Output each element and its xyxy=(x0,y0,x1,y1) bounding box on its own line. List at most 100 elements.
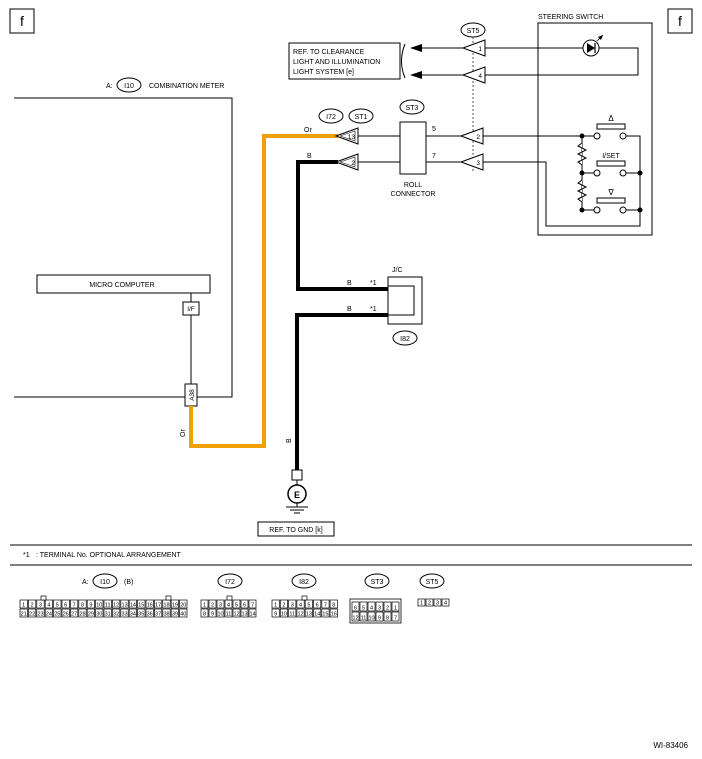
pin-cell xyxy=(375,601,384,612)
pin-number: 11 xyxy=(361,616,367,622)
pin-cell xyxy=(179,608,188,618)
pin-number: 5 xyxy=(307,603,310,609)
ref-ground-label: REF. TO GND [k] xyxy=(269,527,322,534)
pin-number: 3 xyxy=(219,603,222,609)
pin-number: 34 xyxy=(130,612,136,618)
orange-wire-label: Or xyxy=(304,127,312,134)
pin-cell xyxy=(179,599,188,609)
svg-text:I/SET: I/SET xyxy=(602,153,620,160)
pin-number: 26 xyxy=(63,612,69,618)
pin-number: 37 xyxy=(155,612,161,618)
pin-number: 21 xyxy=(21,612,27,618)
pin-cell xyxy=(112,599,121,609)
resistor-1-icon xyxy=(576,142,588,166)
svg-text:ST3: ST3 xyxy=(406,105,419,112)
footnote-mark: *1 xyxy=(23,552,30,559)
svg-text:f: f xyxy=(678,13,682,29)
page-mark-left: f xyxy=(9,8,35,34)
pin-cell xyxy=(383,611,392,622)
pin-number: 10 xyxy=(281,612,287,618)
pin-cell xyxy=(120,599,129,609)
pin-number: 17 xyxy=(155,603,161,609)
black-wire-label-ground: B xyxy=(286,438,293,443)
roll-connector-box xyxy=(399,121,427,175)
pin-number: 23 xyxy=(37,612,43,618)
pin-number: 2 xyxy=(386,606,389,612)
pin-number: 4 xyxy=(444,601,447,607)
pin-cell xyxy=(288,608,297,618)
st3-pin-5: 5 xyxy=(432,126,436,133)
connector-st1-pin-2: 2 xyxy=(334,153,359,171)
pin-number: 6 xyxy=(354,606,357,612)
i10-view-name: I10 xyxy=(100,579,110,586)
micro-computer-label: MICRO COMPUTER xyxy=(89,282,154,289)
svg-text:∇: ∇ xyxy=(607,188,614,197)
jc-pin-mark-2: *1 xyxy=(370,306,377,313)
pin-cell xyxy=(200,599,209,609)
pin-number: 24 xyxy=(46,612,52,618)
pin-number: 32 xyxy=(113,612,119,618)
combination-meter-boundary xyxy=(14,97,233,398)
pin-number: 4 xyxy=(227,603,230,609)
pin-number: 5 xyxy=(235,603,238,609)
pin-cell xyxy=(313,599,322,609)
pin-cell xyxy=(208,599,217,609)
pin-cell xyxy=(383,601,392,612)
st5-view-name: ST5 xyxy=(426,579,439,586)
pin-cell xyxy=(95,599,104,609)
pin-number: 9 xyxy=(211,612,214,618)
pin-cell xyxy=(86,599,95,609)
pin-cell xyxy=(19,599,28,609)
pin-number: 8 xyxy=(386,616,389,622)
pin-number: 7 xyxy=(394,616,397,622)
arrow-to-clearance-2 xyxy=(410,71,422,79)
pin-cell xyxy=(248,599,257,609)
resistor-2-icon xyxy=(576,179,588,203)
pin-number: 3 xyxy=(378,606,381,612)
pin-cell xyxy=(19,608,28,618)
switch-up: Δ xyxy=(593,114,627,140)
pin-number: 1 xyxy=(274,603,277,609)
pin-number: 20 xyxy=(180,603,186,609)
pin-cell xyxy=(329,608,338,618)
pin-cell xyxy=(240,608,249,618)
combination-meter-prefix: A: xyxy=(106,83,113,90)
pin-cell xyxy=(61,599,70,609)
pin-number: 6 xyxy=(64,603,67,609)
pin-number: 29 xyxy=(88,612,94,618)
st3-pin-7: 7 xyxy=(432,153,436,160)
pin-cell xyxy=(154,608,163,618)
pin-number: 18 xyxy=(163,603,169,609)
pin-cell xyxy=(232,608,241,618)
pin-cell xyxy=(391,611,400,622)
pin-number: 7 xyxy=(251,603,254,609)
pin-number: 4 xyxy=(370,606,373,612)
pin-number: 36 xyxy=(147,612,153,618)
pin-cell xyxy=(170,599,179,609)
svg-text:E: E xyxy=(294,490,300,500)
svg-text:ST1: ST1 xyxy=(355,114,368,121)
svg-text:Δ: Δ xyxy=(608,114,614,123)
pin-number: 9 xyxy=(89,603,92,609)
pin-number: 16 xyxy=(331,612,337,618)
svg-text:3: 3 xyxy=(476,160,480,167)
pin-number: 28 xyxy=(79,612,85,618)
ref-clearance-line-3: LIGHT SYSTEM [e] xyxy=(293,69,354,76)
pin-number: 10 xyxy=(96,603,102,609)
black-wire-upper xyxy=(296,160,388,291)
pin-cell xyxy=(28,608,37,618)
pin-number: 14 xyxy=(130,603,136,609)
pin-number: 5 xyxy=(56,603,59,609)
pin-cell xyxy=(329,599,338,609)
connector-circle-i82 xyxy=(392,330,418,346)
pin-cell xyxy=(441,598,450,607)
svg-text:I72: I72 xyxy=(326,114,336,121)
pin-cell xyxy=(240,599,249,609)
roll-connector-label-1: ROLL xyxy=(404,182,422,189)
pin-cell xyxy=(224,608,233,618)
pin-number: 2 xyxy=(428,601,431,607)
pin-number: 8 xyxy=(81,603,84,609)
pin-cell xyxy=(296,599,305,609)
